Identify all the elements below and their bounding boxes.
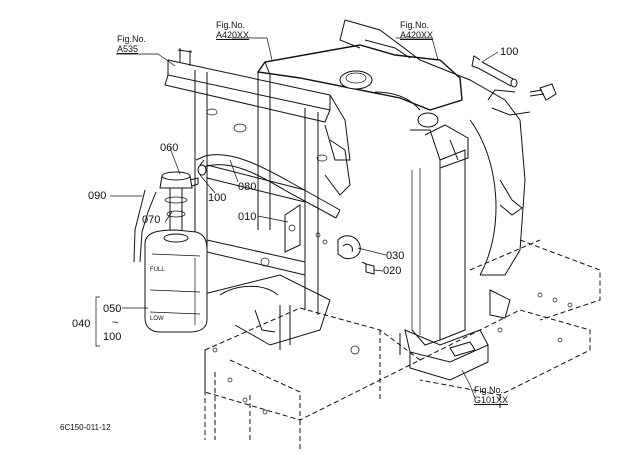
callout-070-seal: 070 (142, 214, 161, 226)
fig-ref-label: Fig.No. (474, 385, 504, 395)
fig-ref-number: G101XX (474, 395, 509, 405)
fig-ref-a420xx-right: Fig.No. A420XX (400, 20, 433, 40)
callout-100-range-end: 100 (103, 331, 122, 343)
lower-plate (179, 274, 331, 350)
chassis-frame (204, 239, 601, 450)
tank-low-mark: LOW (150, 316, 164, 322)
hose-clip (337, 235, 361, 259)
fig-ref-a535: Fig.No. A535 (117, 34, 146, 54)
fig-ref-number: A420XX (400, 30, 434, 40)
callout-100-upper-hose: 100 (500, 46, 519, 58)
callout-090-hose: 090 (88, 190, 107, 202)
radiator (256, 44, 489, 381)
fig-ref-label: Fig.No. (117, 34, 147, 44)
fig-ref-number: A420XX (216, 30, 250, 40)
fig-ref-label: Fig.No. (400, 20, 430, 30)
callout-100-clamp: 100 (208, 192, 227, 204)
callout-040-tank-assy: 040 (72, 318, 91, 330)
callout-range-tilde: ~ (112, 317, 119, 329)
drawing-code: 6C150-011-12 (60, 423, 111, 432)
upper-hose (471, 55, 518, 88)
overflow-hose (133, 154, 341, 263)
callout-050-range-start: 050 (103, 303, 122, 315)
fig-ref-a420xx-left: Fig.No. A420XX (216, 20, 249, 40)
tank-full-mark: FULL (150, 267, 165, 273)
reserve-tank-cap (159, 171, 199, 232)
fig-ref-number: A535 (117, 44, 139, 54)
callout-030-clip: 030 (386, 250, 405, 262)
fan-shroud (339, 19, 531, 319)
hose-clamp (197, 159, 207, 176)
callout-020-bolt: 020 (383, 265, 402, 277)
drain-bolt (529, 83, 557, 101)
clip-bolt (361, 261, 375, 275)
callout-060-cap: 060 (160, 142, 179, 154)
callout-080-overflow-hose: 080 (238, 181, 257, 193)
fig-ref-label: Fig.No. (216, 20, 246, 30)
leader-lines (95, 37, 499, 399)
reserve-tank (144, 229, 208, 333)
fig-ref-g101xx: Fig.No. G101XX (474, 385, 508, 405)
callout-010-bracket: 010 (238, 211, 257, 223)
